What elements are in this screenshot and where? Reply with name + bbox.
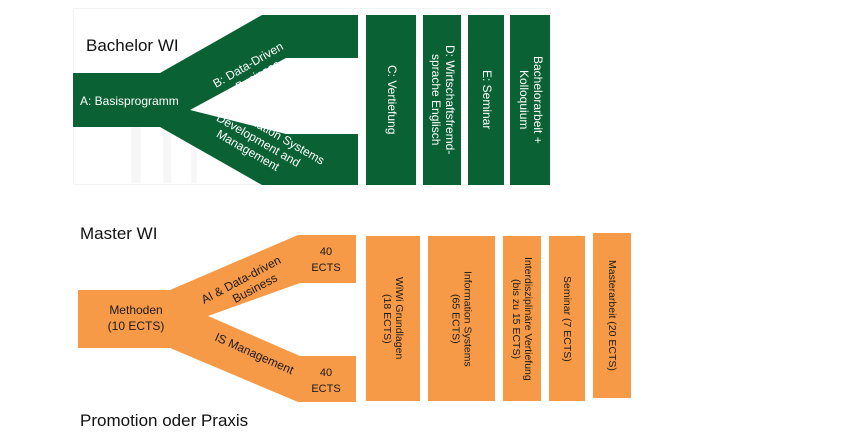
bachelor-module-label: Bachelorarbeit + Kolloquium [517, 56, 545, 144]
bachelor-module-seminar: E: Seminar [468, 15, 504, 185]
bachelor-module-label: D: Wirtschaftsfremd- sprache Englisch [429, 45, 457, 155]
master-upper-ects-line1: 40 [320, 246, 332, 258]
bachelor-module-label: E: Seminar [479, 70, 494, 130]
master-stem-label-line1: Methoden [109, 303, 162, 317]
bachelor-module-bachelorarbeit: Bachelorarbeit + Kolloquium [510, 15, 550, 185]
footer-title: Promotion oder Praxis [80, 411, 249, 430]
bachelor-stem-label: A: Basisprogramm [80, 94, 179, 108]
master-lower-ects-line1: 40 [320, 367, 332, 379]
master-lower-ects-line2: ECTS [311, 383, 340, 395]
bachelor-title: Bachelor WI [86, 36, 179, 55]
master-module-label: Information Systems (65 ECTS) [449, 270, 474, 367]
master-module-seminar: Seminar (7 ECTS) [549, 236, 585, 401]
master-module-label: Interdisziplinäre Vertiefung (bis zu 15 … [510, 256, 535, 381]
master-title: Master WI [80, 224, 158, 243]
master-module-interdisziplinaere-vertiefung: Interdisziplinäre Vertiefung (bis zu 15 … [503, 236, 541, 401]
master-module-wiwi-grundlagen: WiWi Grundlagen (18 ECTS) [366, 236, 420, 401]
master-module-label: Masterarbeit (20 ECTS) [606, 260, 619, 371]
master-module-masterarbeit: Masterarbeit (20 ECTS) [593, 233, 631, 398]
master-upper-ects-line2: ECTS [311, 262, 340, 274]
master-stem-label-line2: (10 ECTS) [108, 319, 165, 333]
bachelor-fork-shape [73, 15, 358, 185]
bachelor-module-vertiefung: C: Vertiefung [366, 15, 416, 185]
master-module-label: WiWi Grundlagen (18 ECTS) [381, 277, 406, 360]
bachelor-module-label: C: Vertiefung [384, 65, 399, 135]
bachelor-module-englisch: D: Wirtschaftsfremd- sprache Englisch [423, 15, 461, 185]
master-fork-shape [78, 235, 356, 402]
master-module-label: Seminar (7 ECTS) [561, 275, 574, 362]
master-module-information-systems: Information Systems (65 ECTS) [428, 236, 495, 401]
